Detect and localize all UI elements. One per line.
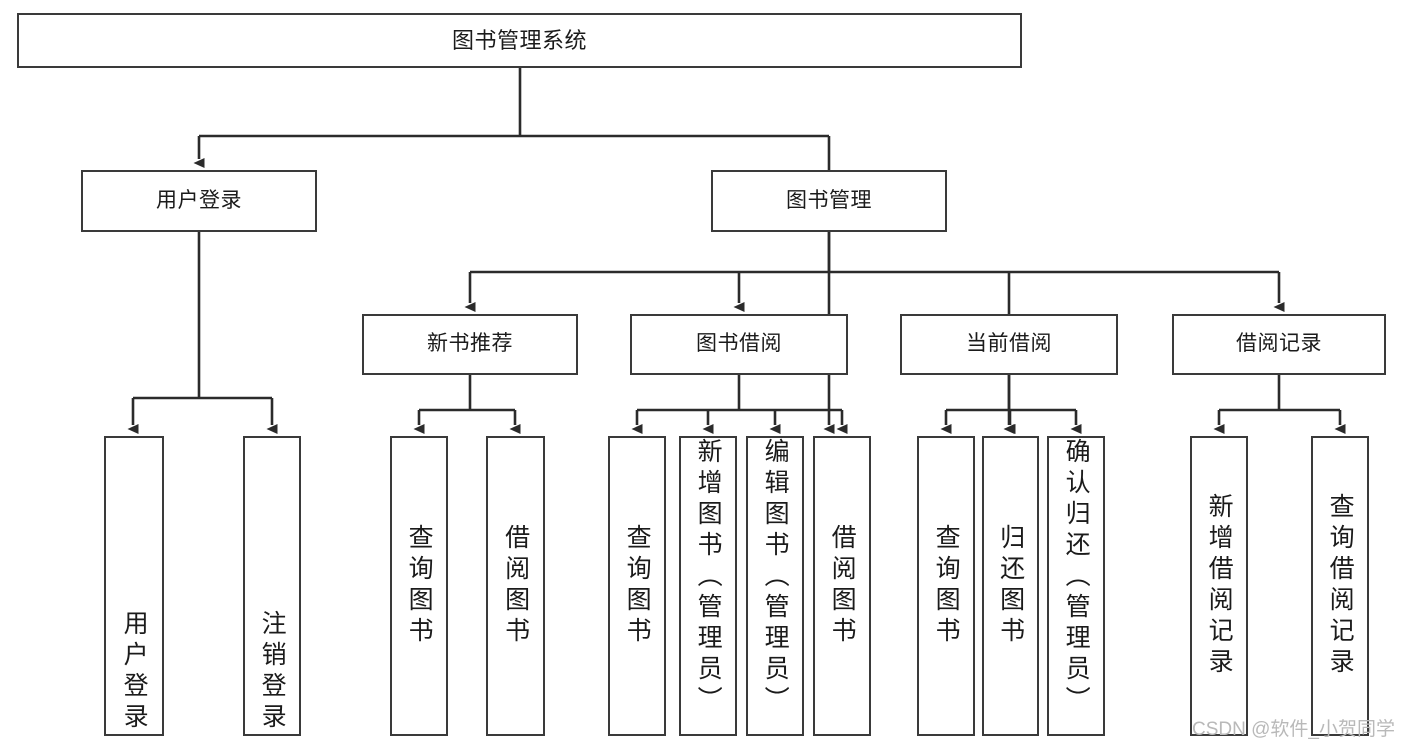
node-leaf-6[interactable]: 编辑图书（管理员） [746, 436, 804, 736]
node-level2-0[interactable]: 用户登录 [81, 170, 317, 232]
node-leaf-10[interactable]: 确认归还（管理员） [1047, 436, 1105, 736]
node-label: 当前借阅 [966, 332, 1052, 356]
node-label: 归还图书 [996, 524, 1025, 648]
node-leaf-8[interactable]: 查询图书 [917, 436, 975, 736]
node-leaf-4[interactable]: 查询图书 [608, 436, 666, 736]
node-label: 新书推荐 [427, 332, 513, 356]
node-leaf-11[interactable]: 新增借阅记录 [1190, 436, 1248, 736]
node-label: 新增借阅记录 [1205, 493, 1234, 679]
node-label: 确认归还（管理员） [1062, 438, 1091, 717]
node-label: 用户登录 [120, 610, 149, 734]
node-leaf-5[interactable]: 新增图书（管理员） [679, 436, 737, 736]
node-leaf-1[interactable]: 注销登录 [243, 436, 301, 736]
node-label: 图书管理系统 [451, 27, 587, 53]
node-label: 注销登录 [258, 610, 287, 734]
node-label: 用户登录 [156, 188, 242, 212]
connector-lines [127, 68, 1346, 434]
node-label: 借阅记录 [1236, 332, 1322, 356]
node-leaf-2[interactable]: 查询图书 [390, 436, 448, 736]
node-leaf-0[interactable]: 用户登录 [104, 436, 164, 736]
node-leaf-3[interactable]: 借阅图书 [486, 436, 545, 736]
node-leaf-9[interactable]: 归还图书 [982, 436, 1039, 736]
node-label: 查询图书 [405, 524, 434, 648]
node-level3-1[interactable]: 图书借阅 [630, 314, 848, 375]
node-label: 查询图书 [932, 524, 961, 648]
node-label: 新增图书（管理员） [694, 438, 723, 717]
node-root[interactable]: 图书管理系统 [17, 13, 1022, 68]
node-label: 借阅图书 [828, 524, 857, 648]
node-level2-1[interactable]: 图书管理 [711, 170, 947, 232]
node-label: 查询借阅记录 [1326, 493, 1355, 679]
node-label: 图书管理 [786, 188, 872, 212]
node-level3-2[interactable]: 当前借阅 [900, 314, 1118, 375]
node-level3-3[interactable]: 借阅记录 [1172, 314, 1386, 375]
node-label: 图书借阅 [696, 332, 782, 356]
node-leaf-12[interactable]: 查询借阅记录 [1311, 436, 1369, 736]
node-label: 查询图书 [623, 524, 652, 648]
node-level3-0[interactable]: 新书推荐 [362, 314, 578, 375]
node-leaf-7[interactable]: 借阅图书 [813, 436, 871, 736]
node-label: 编辑图书（管理员） [761, 438, 790, 717]
node-label: 借阅图书 [501, 524, 530, 648]
